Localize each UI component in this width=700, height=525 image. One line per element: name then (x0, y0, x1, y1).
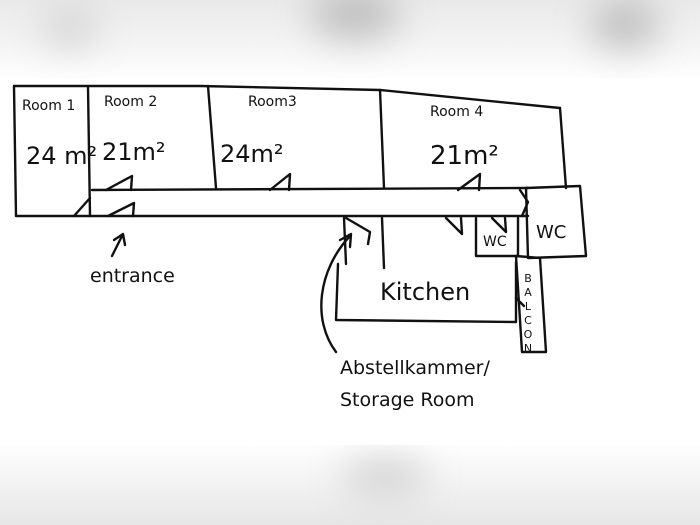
entrance-arrow-head (112, 232, 127, 247)
outer-wall-top (12, 84, 562, 110)
balcony-walls (514, 254, 548, 354)
wc-main-walls (524, 184, 588, 260)
room4-label: Room 4 (430, 104, 483, 120)
entrance-arrow-shaft (110, 234, 124, 258)
door-room4 (456, 172, 482, 192)
door-kitchen (444, 216, 464, 236)
wall-room1-room2 (86, 85, 92, 218)
wall-room2-room3 (206, 84, 218, 190)
room3-label: Room3 (248, 94, 297, 110)
door-room3 (268, 172, 292, 192)
blur-spot (40, 10, 100, 50)
wc-main-label: WC (536, 222, 566, 243)
storage-label-line1: Abstellkammer/ (340, 357, 490, 379)
entrance-label: entrance (90, 265, 175, 287)
door-wc-small (490, 216, 508, 234)
storage-right-wall (380, 216, 386, 270)
room2-area: 21m² (102, 138, 166, 166)
wall-room3-room4 (378, 88, 386, 190)
kitchen-label: Kitchen (380, 278, 470, 306)
balcony-label: BALCON (522, 272, 535, 356)
room3-area: 24m² (220, 140, 284, 168)
storage-arrow-head (338, 232, 353, 249)
kitchen-walls (334, 260, 518, 324)
door-entrance (106, 201, 136, 218)
wc-small-walls (474, 216, 520, 258)
blurred-background-bottom (0, 440, 700, 525)
blur-spot (310, 0, 400, 40)
blur-spot (340, 455, 430, 495)
door-balcony (514, 296, 526, 308)
door-room1 (72, 196, 92, 218)
room2-label: Room 2 (104, 94, 157, 110)
room4-area: 21m² (430, 141, 499, 171)
wall-rooms-bottom (90, 186, 530, 192)
corridor-end (518, 188, 530, 218)
wc-small-label: WC (483, 234, 507, 250)
room1-area: 24 m² (26, 142, 97, 170)
door-room2 (104, 174, 134, 192)
blur-spot (590, 0, 660, 50)
wall-room4-right (558, 106, 568, 190)
door-storage (344, 216, 372, 246)
outer-wall-left (12, 84, 18, 218)
storage-label-line2: Storage Room (340, 389, 474, 411)
paper-sheet (0, 78, 700, 445)
room1-label: Room 1 (22, 98, 75, 114)
storage-arrow-shaft (320, 234, 352, 354)
